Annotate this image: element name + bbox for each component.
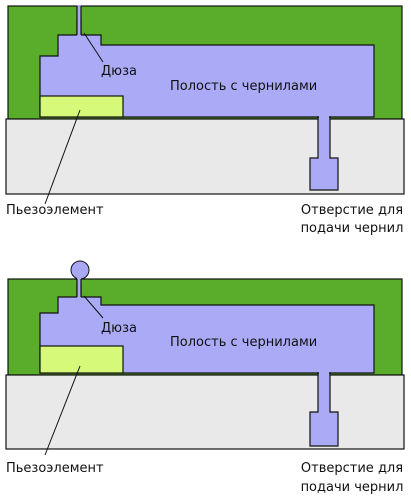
- piezo-label: Пьезоэлемент: [6, 203, 104, 218]
- cavity-label: Полость с чернилами: [170, 79, 317, 94]
- ink-inlet: [309, 372, 339, 447]
- ink-inlet: [309, 116, 339, 191]
- piezo-element: [39, 95, 124, 118]
- inlet-label-line2: подачи чернил: [301, 480, 404, 495]
- base-plate: [5, 118, 405, 195]
- nozzle-leader: [83, 295, 104, 319]
- piezo-leader: [44, 109, 81, 205]
- inlet-label-line2: подачи чернил: [301, 221, 404, 236]
- cavity-label: Полость с чернилами: [170, 335, 317, 350]
- piezo-label: Пьезоэлемент: [6, 461, 104, 476]
- nozzle-channel: [77, 278, 81, 298]
- base-plate: [5, 374, 405, 450]
- inlet-label-line1: Отверстие для: [301, 461, 403, 476]
- nozzle-label: Дюза: [101, 64, 137, 79]
- nozzle-label: Дюза: [101, 321, 137, 336]
- inlet-label-line1: Отверстие для: [301, 203, 403, 218]
- panel-ejecting: Дюза Полость с чернилами Пьезоэлемент От…: [5, 260, 405, 495]
- piezo-leader: [44, 365, 81, 456]
- panel-idle: Дюза Полость с чернилами Пьезоэлемент От…: [5, 5, 405, 236]
- nozzle-channel: [77, 5, 81, 36]
- nozzle-leader: [83, 32, 104, 63]
- ink-droplet: [70, 260, 90, 280]
- piezo-element: [39, 345, 124, 374]
